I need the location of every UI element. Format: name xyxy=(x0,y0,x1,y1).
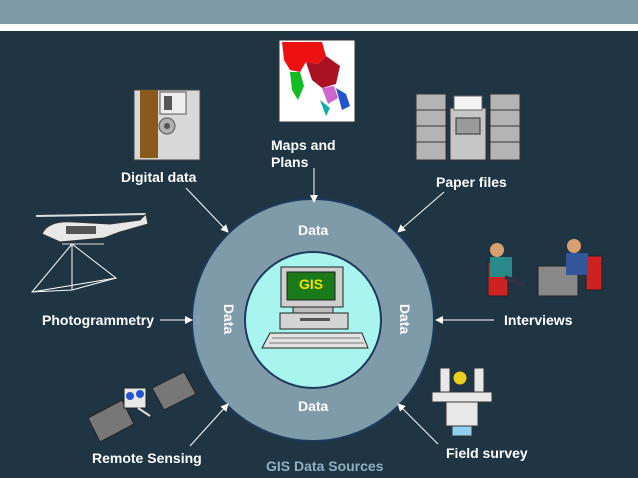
ring-label-bottom: Data xyxy=(298,398,329,414)
ring-label-left: Data xyxy=(221,303,238,335)
survey-instrument-icon xyxy=(431,367,493,437)
ring-label-right: Data xyxy=(397,303,414,335)
label-maps-and-plans: Maps and Plans xyxy=(271,137,336,170)
asia-map-icon xyxy=(278,39,356,123)
gis-label: GIS xyxy=(298,276,324,292)
filing-cabinet-icon xyxy=(415,93,521,161)
computer-icon xyxy=(261,266,369,349)
photogrammetry-pyramid xyxy=(30,242,118,293)
arrows xyxy=(160,168,494,447)
people-interview-icon xyxy=(487,239,603,297)
header-bar xyxy=(0,0,638,24)
label-digital-data: Digital data xyxy=(121,169,197,185)
satellite-icon xyxy=(87,371,197,443)
label-paper-files: Paper files xyxy=(436,174,507,190)
ring-label-top: Data xyxy=(298,222,329,238)
helicopter-icon xyxy=(35,212,149,245)
label-photogrammetry: Photogrammetry xyxy=(42,312,155,328)
label-remote-sensing: Remote Sensing xyxy=(92,450,202,466)
caption: GIS Data Sources xyxy=(266,458,384,474)
label-field-survey: Field survey xyxy=(446,445,528,461)
floppy-disk-icon xyxy=(133,89,201,161)
label-interviews: Interviews xyxy=(504,312,573,328)
header-line xyxy=(0,24,638,31)
